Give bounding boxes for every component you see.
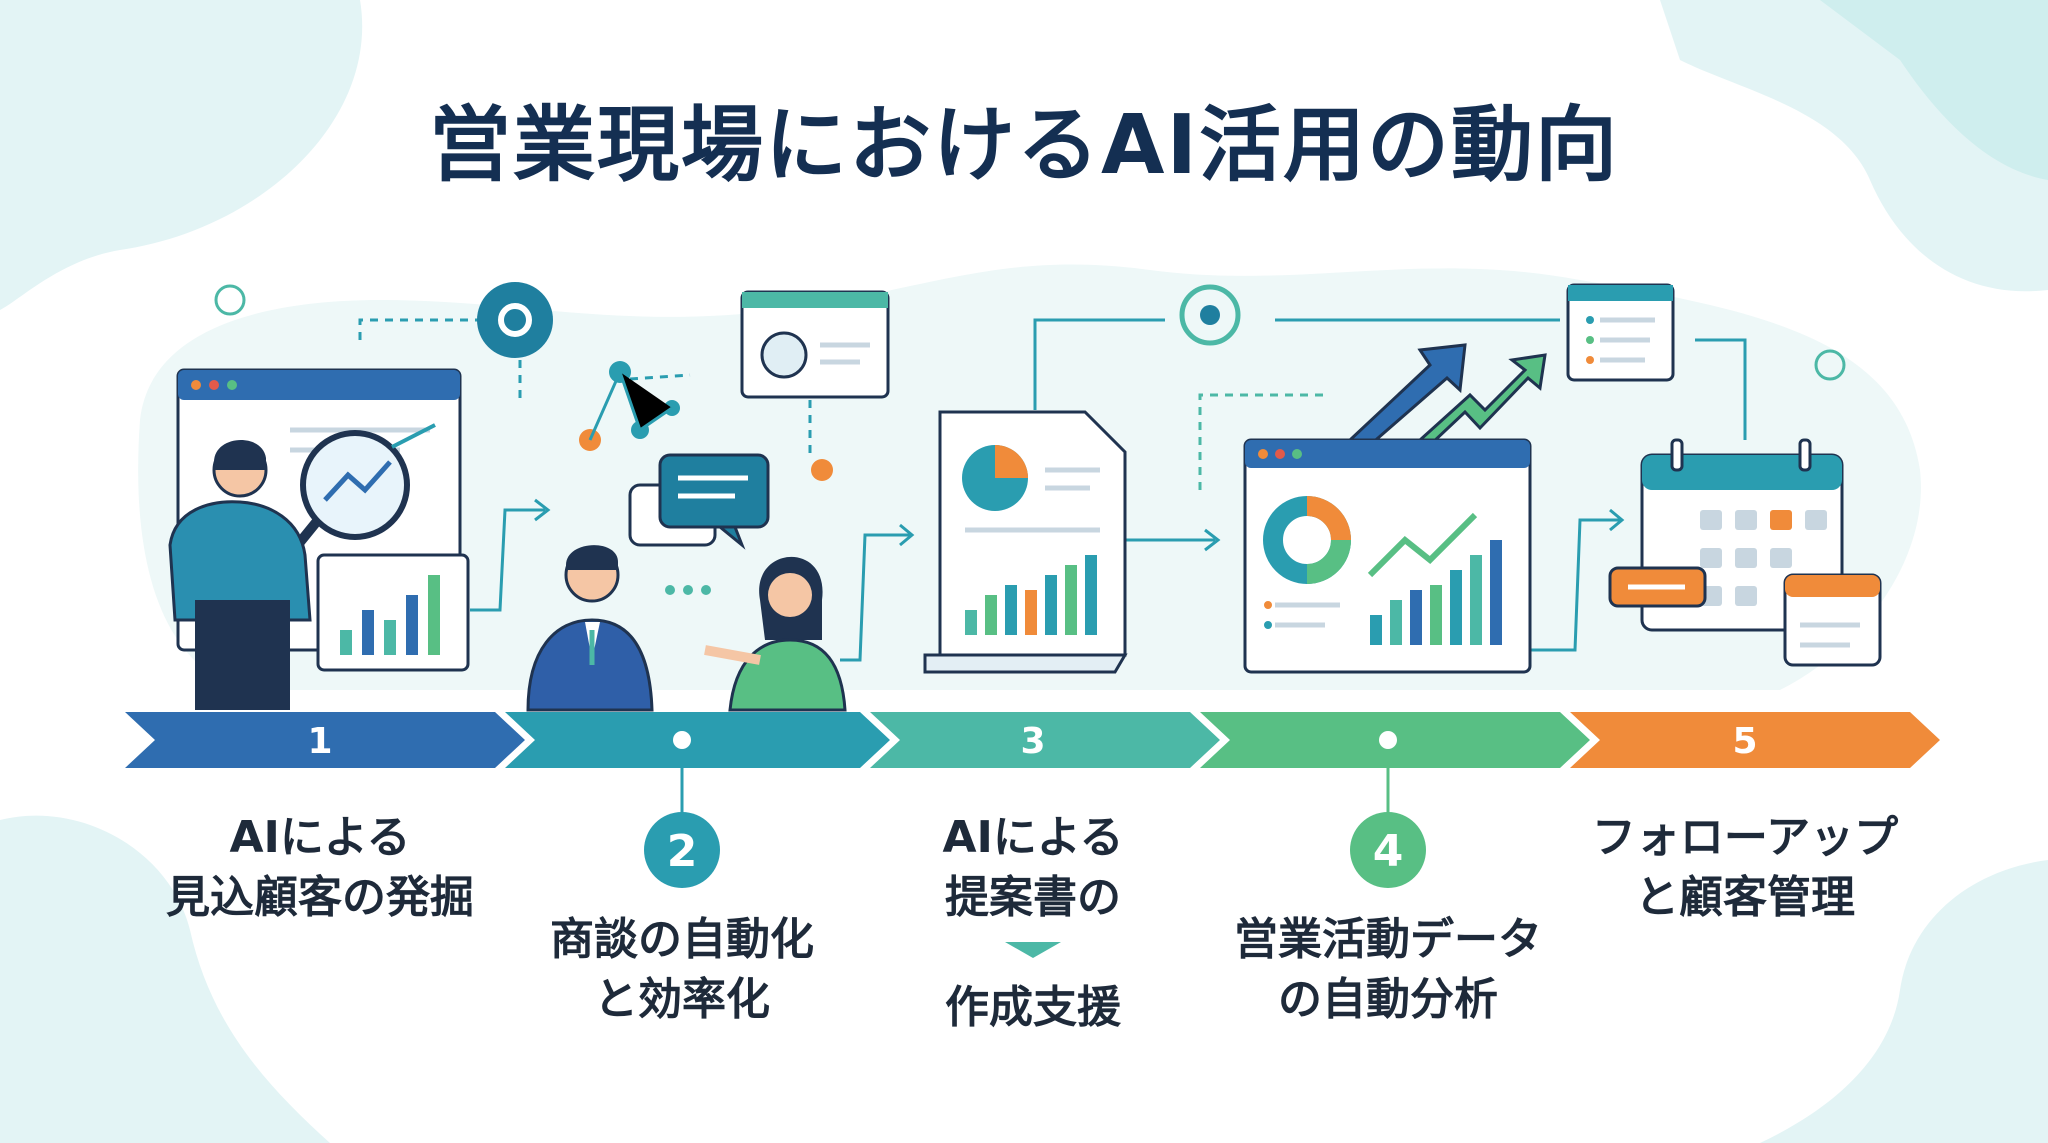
step-2-label: 商談の自動化 と効率化	[482, 910, 882, 1030]
step-4-badge	[1350, 812, 1426, 888]
analyst-magnifier-chart-icon	[168, 282, 553, 710]
step-5-label-line-1: フォローアップ	[1591, 812, 1899, 863]
step-5-arrow	[1570, 712, 1940, 768]
step-4-label-line-2: の自動分析	[1278, 974, 1498, 1025]
page-title: 営業現場におけるAI活用の動向	[429, 98, 1619, 193]
step-4-label-line-1: 営業活動データ	[1234, 914, 1542, 965]
step-3-label-line-2: 提案書の	[945, 872, 1121, 923]
step-4-number: 4	[1373, 826, 1404, 877]
step-1-number: 1	[307, 721, 332, 762]
step-3-label-line-3: 作成支援	[945, 982, 1121, 1033]
proposal-document-icon	[923, 284, 1241, 674]
step-1-label: AIによる 見込顧客の発掘	[120, 808, 520, 928]
step-3-arrow	[870, 712, 1220, 768]
timeline-band: 1 3 5	[125, 712, 1940, 768]
step-3-label-line-1: AIによる	[942, 812, 1124, 863]
step-2-arrow	[505, 712, 890, 768]
step-2-badge	[644, 812, 720, 888]
step-3-separator	[1005, 942, 1061, 958]
analytics-dashboard-icon	[1243, 343, 1547, 674]
step-3-number: 3	[1020, 721, 1045, 762]
step-5-number: 5	[1732, 721, 1757, 762]
calendar-followup-icon	[1566, 283, 1882, 667]
step-4-marker	[1379, 731, 1397, 749]
step-1-label-line-1: AIによる	[229, 812, 411, 863]
step-3-label: AIによる 提案書の 作成支援	[833, 808, 1233, 1038]
business-conversation-icon	[526, 290, 890, 712]
connector-lines	[214, 284, 1846, 662]
step-4-label: 営業活動データ の自動分析	[1178, 910, 1598, 1030]
step-5-label: フォローアップ と顧客管理	[1540, 808, 1950, 928]
step-1-label-line-2: 見込顧客の発掘	[166, 872, 474, 923]
step-1-arrow	[125, 712, 525, 768]
step-2-number: 2	[667, 826, 698, 877]
step-2-label-line-1: 商談の自動化	[550, 914, 814, 965]
step-2-label-line-2: と効率化	[594, 974, 770, 1025]
step-5-label-line-2: と顧客管理	[1635, 872, 1855, 923]
step-2-marker	[673, 731, 691, 749]
